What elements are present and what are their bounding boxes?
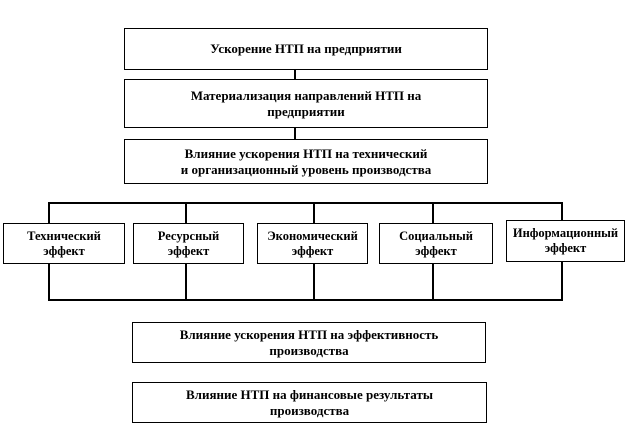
- node-influence-technical-level: Влияние ускорения НТП на технический и о…: [124, 139, 488, 184]
- node-label: Влияние НТП на финансовые результаты: [185, 386, 434, 402]
- node-label: производства: [269, 402, 350, 418]
- node-social-effect: Социальный эффект: [379, 223, 493, 264]
- distribution-line: [48, 202, 563, 204]
- node-label: эффект: [167, 243, 210, 258]
- node-label: предприятии: [267, 103, 345, 119]
- node-label: эффект: [415, 243, 457, 258]
- node-materialization-ntp: Материализация направлений НТП на предпр…: [124, 79, 488, 128]
- node-label: Информационный: [512, 226, 619, 240]
- node-label: Влияние ускорения НТП на технический: [184, 145, 428, 161]
- drop-line-2: [185, 202, 187, 223]
- drop-line-1: [48, 202, 50, 223]
- node-label: Технический: [27, 228, 101, 243]
- node-label: эффект: [43, 243, 85, 258]
- riser-line-5: [561, 262, 563, 301]
- node-label: Экономический: [267, 228, 358, 243]
- node-technical-effect: Технический эффект: [3, 223, 125, 264]
- drop-line-3: [313, 202, 315, 223]
- riser-line-2: [185, 264, 187, 301]
- drop-line-4: [432, 202, 434, 223]
- node-label: Социальный: [399, 228, 473, 243]
- node-economic-effect: Экономический эффект: [257, 223, 368, 264]
- riser-line-4: [432, 264, 434, 301]
- riser-line-3: [313, 264, 315, 301]
- node-label: производства: [269, 342, 349, 358]
- node-label: эффект: [544, 241, 587, 255]
- node-label: Ускорение НТП на предприятии: [210, 41, 402, 56]
- connector-top-1: [294, 69, 296, 80]
- connector-top-2: [294, 127, 296, 140]
- node-information-effect: Информационный эффект: [506, 220, 625, 262]
- node-label: Влияние ускорения НТП на эффективность: [179, 326, 439, 342]
- node-label: эффект: [291, 243, 334, 258]
- node-influence-financial-results: Влияние НТП на финансовые результаты про…: [132, 382, 487, 423]
- node-label: и организационный уровень производства: [180, 161, 432, 177]
- node-influence-efficiency: Влияние ускорения НТП на эффективность п…: [132, 322, 486, 363]
- node-acceleration-ntp: Ускорение НТП на предприятии: [124, 28, 488, 70]
- drop-line-5: [561, 202, 563, 220]
- node-resource-effect: Ресурсный эффект: [133, 223, 244, 264]
- node-label: Ресурсный: [157, 228, 220, 243]
- collector-line: [48, 299, 563, 301]
- node-label: Материализация направлений НТП на: [190, 87, 422, 103]
- riser-line-1: [48, 264, 50, 301]
